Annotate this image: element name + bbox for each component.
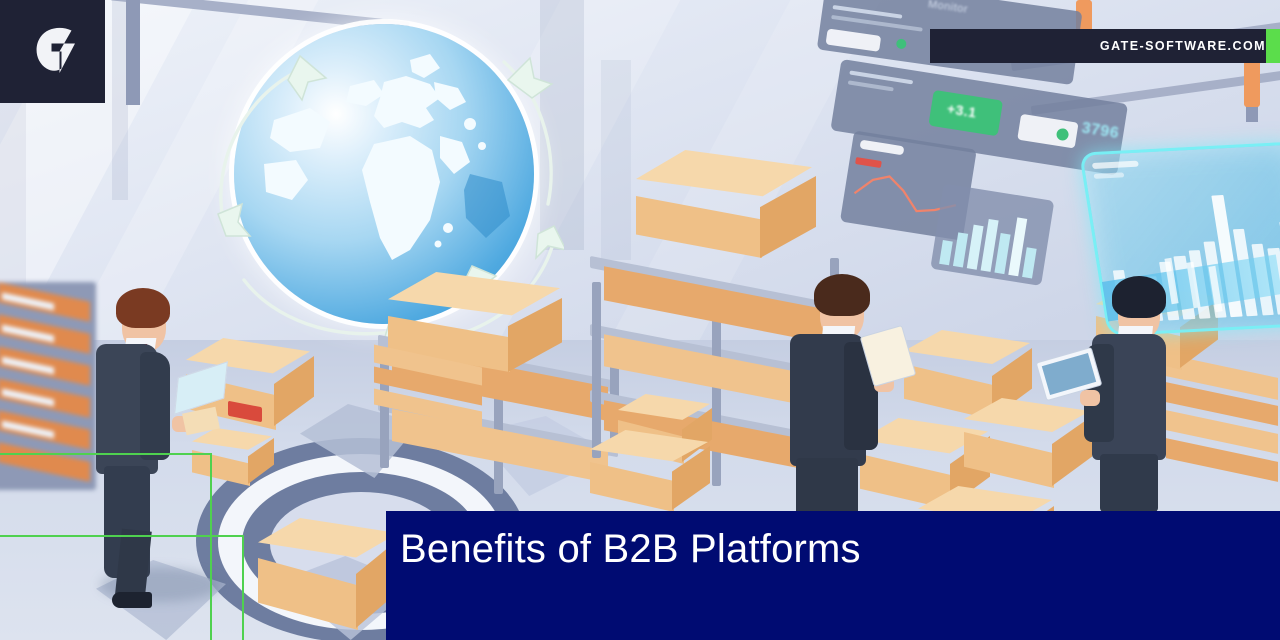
g-logo-icon	[36, 27, 75, 73]
bar-chart-panel	[930, 183, 1059, 290]
title-banner: Benefits of B2B Platforms	[386, 511, 1280, 640]
businessman-center	[782, 268, 922, 518]
background-shelf	[0, 282, 96, 490]
green-frame-line-horizontal	[0, 453, 212, 455]
pallet-rack	[378, 330, 638, 500]
cardboard-box	[636, 150, 848, 272]
watermark-accent	[1266, 29, 1280, 63]
green-frame-line-vertical	[242, 535, 244, 640]
businessman-right	[1035, 272, 1218, 512]
cardboard-box	[590, 430, 730, 516]
page-title: Benefits of B2B Platforms	[400, 527, 861, 571]
businessman-left	[78, 282, 228, 640]
trend-chart-panel	[839, 130, 982, 245]
green-frame-line-vertical	[210, 453, 212, 640]
pallet-stack	[374, 344, 494, 436]
watermark-bar: GATE-SOFTWARE.COM	[930, 29, 1280, 63]
watermark-text: GATE-SOFTWARE.COM	[1099, 39, 1266, 53]
green-frame-line-horizontal	[0, 535, 244, 537]
logo-badge[interactable]	[0, 0, 105, 103]
cardboard-box	[192, 428, 288, 488]
